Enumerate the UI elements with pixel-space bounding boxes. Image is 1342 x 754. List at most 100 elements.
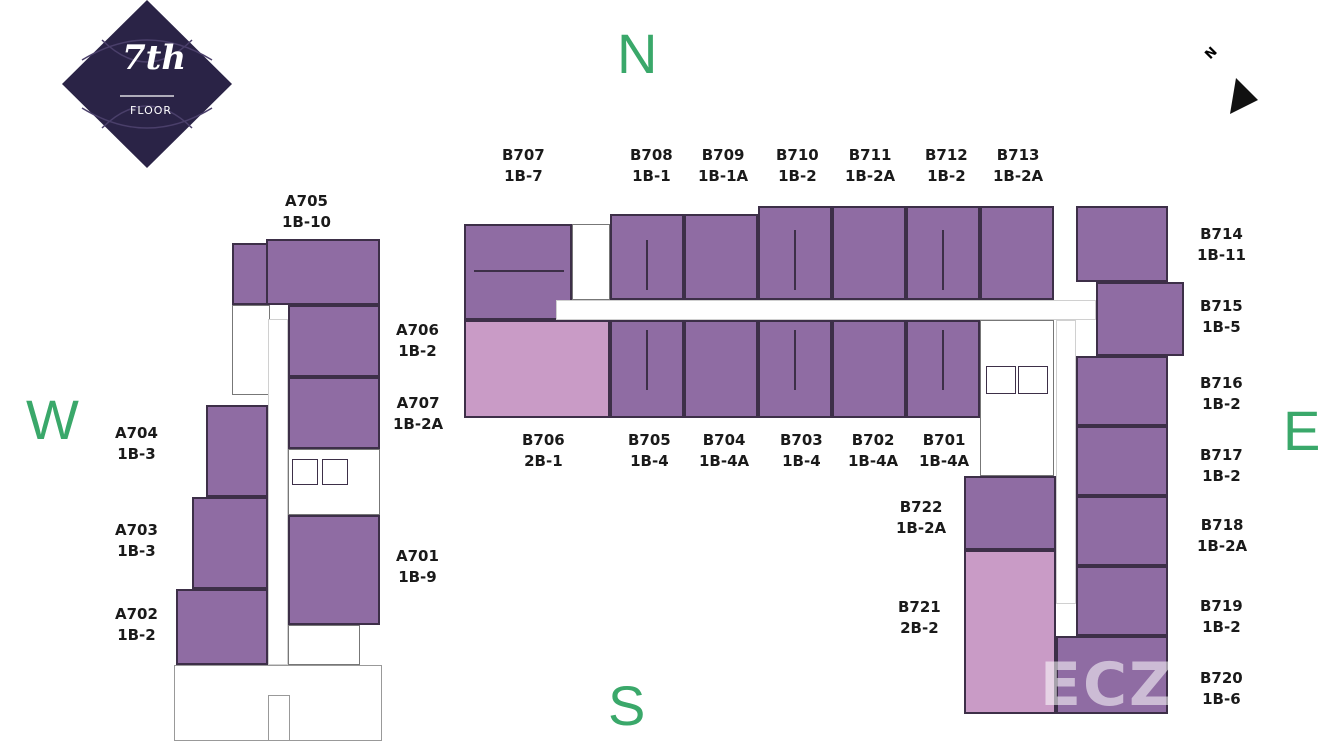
lift-b-1 — [986, 366, 1016, 394]
unit-b716[interactable] — [1076, 356, 1168, 426]
unit-a703[interactable] — [192, 497, 268, 589]
lift-core-b — [980, 320, 1054, 476]
label-code: A706 — [396, 321, 439, 339]
label-type: 1B-2A — [993, 167, 1044, 185]
stair-core-b — [572, 224, 610, 300]
label-b713: B713 1B-2A — [993, 145, 1043, 187]
compass-west: W — [26, 388, 79, 451]
label-a706: A706 1B-2 — [396, 320, 439, 362]
label-code: B707 — [502, 146, 545, 164]
label-type: 1B-5 — [1202, 318, 1241, 336]
label-type: 1B-11 — [1197, 246, 1246, 264]
label-code: A703 — [115, 521, 158, 539]
label-code: B701 — [922, 431, 966, 449]
label-type: 1B-2 — [117, 626, 156, 644]
label-code: B709 — [701, 146, 745, 164]
label-type: 1B-4A — [699, 452, 750, 470]
label-code: B705 — [628, 431, 671, 449]
unit-b713[interactable] — [980, 206, 1054, 300]
unit-a707[interactable] — [288, 377, 380, 449]
label-type: 1B-7 — [504, 167, 543, 185]
label-type: 1B-2 — [1202, 395, 1241, 413]
label-type: 1B-4 — [630, 452, 669, 470]
north-arrow-icon — [1230, 78, 1258, 114]
unit-b720[interactable] — [1056, 636, 1168, 714]
unit-b718[interactable] — [1076, 496, 1168, 566]
label-b704: B704 1B-4A — [699, 430, 749, 472]
unit-a701[interactable] — [288, 515, 380, 625]
unit-b715[interactable] — [1096, 282, 1184, 356]
label-type: 1B-3 — [117, 542, 156, 560]
unit-b707[interactable] — [464, 224, 572, 320]
unit-a704[interactable] — [206, 405, 268, 497]
label-type: 1B-2A — [845, 167, 896, 185]
partition — [646, 240, 648, 290]
partition — [474, 270, 564, 272]
label-type: 1B-2 — [927, 167, 966, 185]
label-code: A705 — [285, 192, 328, 210]
label-code: B711 — [848, 146, 892, 164]
label-type: 1B-1 — [632, 167, 671, 185]
corridor-b-east — [1056, 320, 1076, 604]
unit-b706[interactable] — [464, 320, 610, 418]
label-type: 1B-4A — [919, 452, 970, 470]
partition — [942, 330, 944, 390]
north-arrow: N — [1200, 40, 1270, 120]
label-b712: B712 1B-2 — [925, 145, 968, 187]
label-type: 1B-4 — [782, 452, 821, 470]
label-code: B703 — [780, 431, 823, 449]
unit-b709[interactable] — [684, 214, 758, 300]
label-b714: B714 1B-11 — [1197, 224, 1246, 266]
label-code: A702 — [115, 605, 158, 623]
partition — [794, 330, 796, 390]
label-b705: B705 1B-4 — [628, 430, 671, 472]
partition — [942, 230, 944, 290]
label-code: B704 — [702, 431, 746, 449]
unit-b702[interactable] — [832, 320, 906, 418]
unit-b711[interactable] — [832, 206, 906, 300]
label-b703: B703 1B-4 — [780, 430, 823, 472]
label-type: 1B-9 — [398, 568, 437, 586]
label-code: A707 — [396, 394, 440, 412]
label-code: B708 — [630, 146, 673, 164]
stair-core-a-south — [288, 625, 360, 665]
lift-a-1 — [292, 459, 318, 485]
unit-b704[interactable] — [684, 320, 758, 418]
unit-b719[interactable] — [1076, 566, 1168, 636]
unit-a705-annex[interactable] — [266, 239, 380, 305]
unit-b721[interactable] — [964, 550, 1056, 714]
label-code: B714 — [1200, 225, 1243, 243]
unit-b722[interactable] — [964, 476, 1056, 550]
partition — [794, 230, 796, 290]
unit-a706[interactable] — [288, 305, 380, 377]
unit-b714[interactable] — [1076, 206, 1168, 282]
label-code: B719 — [1200, 597, 1243, 615]
label-type: 1B-3 — [117, 445, 156, 463]
partition — [646, 330, 648, 390]
unit-a702[interactable] — [176, 589, 268, 665]
unit-b717[interactable] — [1076, 426, 1168, 496]
watermark: ECZ — [1040, 650, 1175, 720]
label-code: B715 — [1200, 297, 1243, 315]
corridor-a — [268, 319, 288, 665]
label-code: B720 — [1200, 669, 1243, 687]
label-type: 1B-2 — [778, 167, 817, 185]
label-type: 1B-2 — [398, 342, 437, 360]
lift-a-2 — [322, 459, 348, 485]
label-code: B712 — [925, 146, 968, 164]
label-b715: B715 1B-5 — [1200, 296, 1243, 338]
label-code: B713 — [996, 146, 1040, 164]
label-b708: B708 1B-1 — [630, 145, 673, 187]
label-code: B718 — [1200, 516, 1244, 534]
label-type: 1B-6 — [1202, 690, 1241, 708]
label-type: 1B-4A — [848, 452, 899, 470]
